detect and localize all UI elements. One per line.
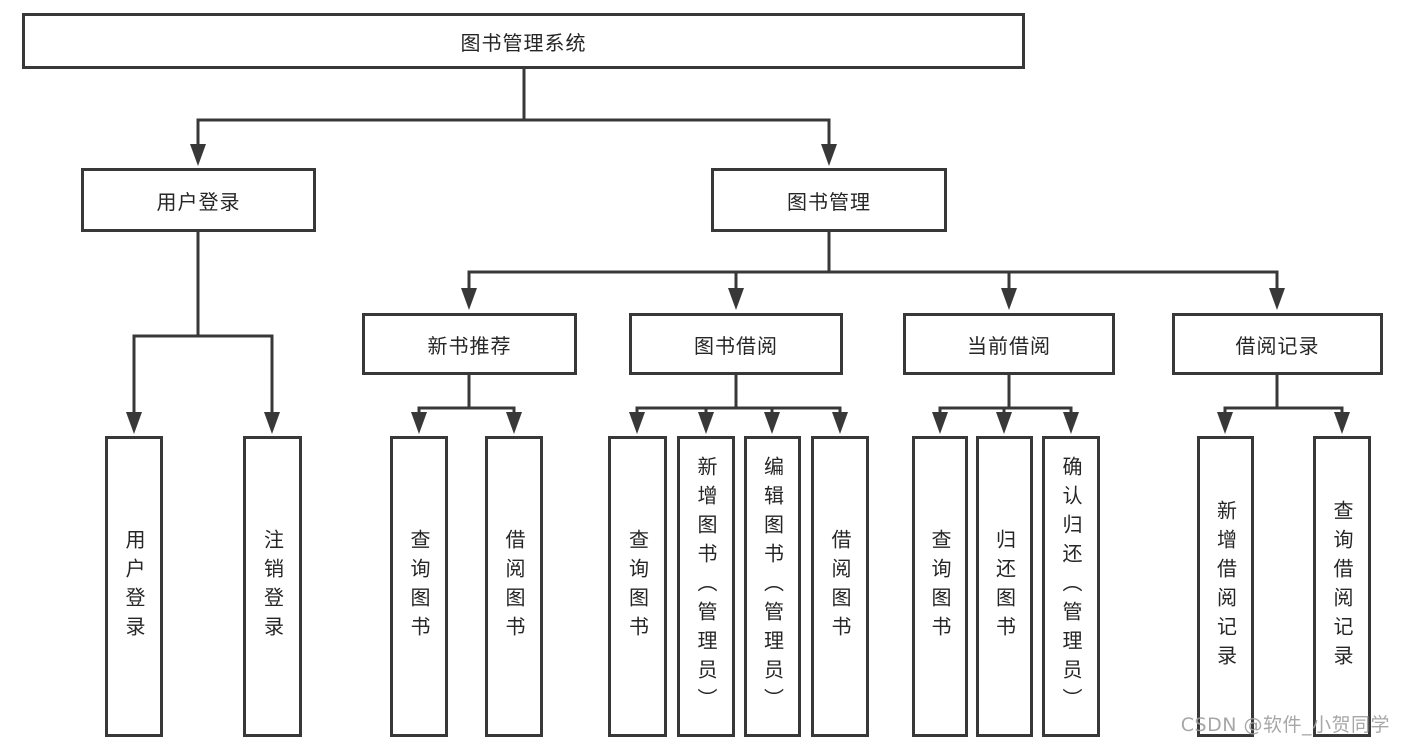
leaf-br-add-record-label: 新增借阅记录 <box>1213 499 1238 674</box>
connector-root-to-level2 <box>196 69 831 146</box>
leaf-br-search-record: 查询借阅记录 <box>1313 436 1371 737</box>
leaf-cb-search-books-label: 查询图书 <box>928 528 952 645</box>
leaf-cb-return-books: 归还图书 <box>976 436 1033 737</box>
leaf-nb-borrow-books: 借阅图书 <box>485 436 543 737</box>
leaf-br-add-record: 新增借阅记录 <box>1197 436 1254 737</box>
leaf-logout-label: 注销登录 <box>260 528 285 645</box>
connector-book-mgmt-branch <box>467 232 1279 291</box>
connector-new-book-branch <box>417 375 516 417</box>
leaf-user-login: 用户登录 <box>105 436 163 737</box>
node-root-label: 图书管理系统 <box>460 30 587 55</box>
leaf-bb-edit-books-admin: 编辑图书（管理员） <box>744 436 801 737</box>
leaf-bb-borrow-books: 借阅图书 <box>811 436 869 737</box>
leaf-br-search-record-label: 查询借阅记录 <box>1330 499 1354 674</box>
leaf-bb-add-books-admin-label: 新增图书（管理员） <box>694 456 718 717</box>
leaf-nb-search-books: 查询图书 <box>390 436 448 737</box>
node-borrow-records: 借阅记录 <box>1172 313 1383 375</box>
node-new-book-recommend-label: 新书推荐 <box>427 333 512 358</box>
node-user-login-group: 用户登录 <box>81 168 316 232</box>
leaf-cb-confirm-return-admin: 确认归还（管理员） <box>1042 436 1100 737</box>
connector-current-borrow-branch <box>938 375 1073 417</box>
node-root-system: 图书管理系统 <box>22 13 1025 69</box>
node-current-borrow-label: 当前借阅 <box>967 333 1051 358</box>
leaf-bb-edit-books-admin-label: 编辑图书（管理员） <box>760 456 785 717</box>
leaf-cb-search-books: 查询图书 <box>912 436 968 737</box>
node-book-management: 图书管理 <box>711 168 947 232</box>
leaf-cb-return-books-label: 归还图书 <box>992 528 1017 645</box>
node-book-management-label: 图书管理 <box>787 189 871 214</box>
arrowheads <box>126 144 1350 434</box>
connector-borrow-records-branch <box>1223 375 1344 417</box>
node-book-borrow: 图书借阅 <box>629 313 843 375</box>
node-current-borrow: 当前借阅 <box>903 313 1115 375</box>
leaf-logout: 注销登录 <box>243 436 302 737</box>
leaf-nb-search-books-label: 查询图书 <box>407 528 431 645</box>
leaf-bb-borrow-books-label: 借阅图书 <box>828 528 852 645</box>
connector-book-borrow-branch <box>635 375 842 417</box>
leaf-nb-borrow-books-label: 借阅图书 <box>502 528 526 645</box>
node-borrow-records-label: 借阅记录 <box>1235 333 1320 358</box>
node-user-login-group-label: 用户登录 <box>156 189 241 214</box>
node-new-book-recommend: 新书推荐 <box>362 313 577 375</box>
leaf-cb-confirm-return-admin-label: 确认归还（管理员） <box>1059 456 1083 717</box>
node-book-borrow-label: 图书借阅 <box>694 333 778 358</box>
connector-user-login-branch <box>132 232 274 414</box>
csdn-watermark: CSDN @软件_小贺同学 <box>1180 714 1390 736</box>
leaf-user-login-label: 用户登录 <box>122 528 146 645</box>
leaf-bb-search-books: 查询图书 <box>608 436 667 737</box>
leaf-bb-search-books-label: 查询图书 <box>625 528 650 645</box>
leaf-bb-add-books-admin: 新增图书（管理员） <box>677 436 735 737</box>
